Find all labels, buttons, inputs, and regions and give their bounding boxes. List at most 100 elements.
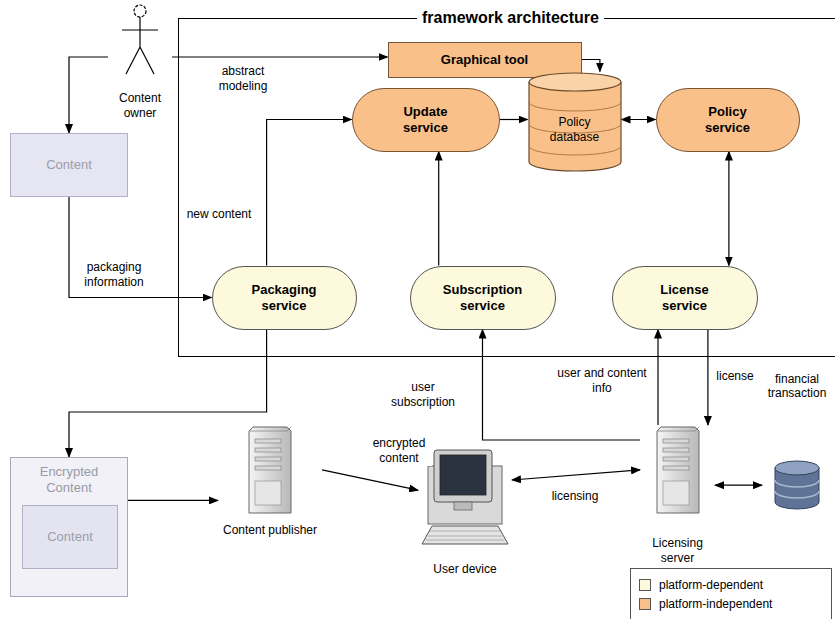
node-label: Policy service [693, 104, 763, 135]
legend-box: platform-dependent platform-independent [630, 568, 832, 619]
connector-arrow [500, 119, 528, 120]
icon-part [529, 102, 621, 155]
connector-arrow [322, 470, 418, 490]
node-label: Packaging service [239, 282, 329, 313]
edge-label: licensing [551, 489, 600, 504]
connector-arrow [128, 500, 218, 501]
icon-part [249, 427, 291, 431]
connector-arrow [715, 485, 762, 486]
icon-part [454, 502, 472, 510]
edge-label-holder: encrypted content [366, 436, 432, 466]
node-label: Content [47, 529, 93, 545]
edge-label-holder: license [713, 366, 757, 384]
connector-arrow [267, 120, 352, 266]
edge-label-holder: user and content info [554, 366, 650, 396]
connector-arrow [438, 152, 439, 266]
edge-label-holder: licensing [546, 486, 604, 504]
tool-box: Graphical tool [388, 42, 582, 78]
edge-label: user and content info [554, 366, 650, 396]
connector-arrow [622, 119, 656, 120]
node-label: financial transaction [762, 372, 832, 401]
legend-text: platform-dependent [659, 578, 763, 592]
service-box: Policy service [656, 88, 800, 152]
connector-arrow [657, 330, 658, 426]
edge-label-holder: user subscription [388, 380, 458, 410]
service-box: Packaging service [212, 266, 357, 330]
content-box: Content [10, 133, 128, 197]
icon-part [440, 455, 486, 495]
node-label: Update service [391, 104, 461, 135]
connector-arrow [728, 152, 729, 266]
connector-arrow [582, 60, 600, 72]
edge-label-holder: packaging information [76, 260, 152, 290]
node-label: Content owner [108, 91, 172, 120]
node-label: Subscription service [433, 282, 533, 313]
server-node: Licensing server [640, 425, 715, 565]
icon-part [663, 439, 689, 443]
icon-part [247, 425, 293, 515]
node-label: Licensing server [643, 536, 713, 565]
icon-part [655, 425, 701, 515]
server-node: Content publisher [218, 425, 322, 537]
icon-part [255, 481, 281, 505]
icon-part [663, 466, 689, 470]
connector-arrow [172, 56, 388, 57]
database-cylinder: Policy database [528, 72, 622, 172]
icon-part [663, 481, 689, 505]
legend-swatch [639, 579, 651, 591]
service-box: Subscription service [410, 266, 556, 330]
icon-part [663, 457, 689, 461]
icon-part [255, 439, 281, 443]
edge-label-holder: new content [184, 204, 254, 222]
connector-arrow [512, 470, 640, 480]
user-device-node: User device [418, 448, 512, 576]
icon-part [663, 448, 689, 452]
connector-arrow [69, 57, 108, 133]
actor-figure: Content owner [108, 2, 172, 120]
database-node: financial transaction [762, 372, 832, 510]
edge-label: license [715, 369, 754, 384]
icon-part [108, 2, 172, 80]
node-label: License service [645, 282, 725, 313]
edge-label: abstract modeling [206, 64, 280, 94]
diagram-title: framework architecture [417, 8, 604, 27]
edge-label: new content [186, 207, 253, 222]
node-label: Content publisher [223, 523, 317, 537]
service-box: License service [612, 266, 758, 330]
icon-part [255, 448, 281, 452]
icon-part [529, 82, 621, 171]
icon-part [420, 448, 510, 548]
icon-part [249, 427, 291, 513]
icon-part [775, 480, 819, 498]
connector-arrow [69, 330, 267, 458]
connector-arrow [707, 330, 708, 426]
legend-swatch [639, 598, 651, 610]
icon-part [255, 457, 281, 461]
node-label: User device [433, 562, 496, 576]
legend-text: platform-independent [659, 597, 772, 611]
icon-part [426, 531, 504, 540]
icon-part [775, 461, 819, 475]
content-box: Content [22, 505, 118, 569]
icon-part [422, 526, 508, 544]
edge-label: packaging information [76, 260, 152, 290]
icon-part [529, 73, 621, 91]
legend-row: platform-dependent [639, 575, 823, 594]
icon-part [657, 427, 699, 431]
edge-label-holder: abstract modeling [206, 64, 280, 94]
service-box: Update service [352, 88, 500, 152]
node-label: Content [46, 157, 92, 173]
icon-part [134, 5, 146, 17]
icon-part [774, 460, 820, 510]
node-label: Policy database [540, 115, 610, 144]
node-label: Encrypted Content [34, 464, 104, 495]
icon-part [657, 427, 699, 513]
legend-row: platform-independent [639, 594, 823, 613]
edge-label: user subscription [388, 380, 458, 410]
icon-part [122, 17, 158, 74]
encrypted-content-box: Encrypted ContentContent [10, 457, 128, 597]
edge-label: encrypted content [366, 436, 432, 466]
icon-part [434, 450, 492, 502]
node-label: Graphical tool [441, 52, 528, 68]
